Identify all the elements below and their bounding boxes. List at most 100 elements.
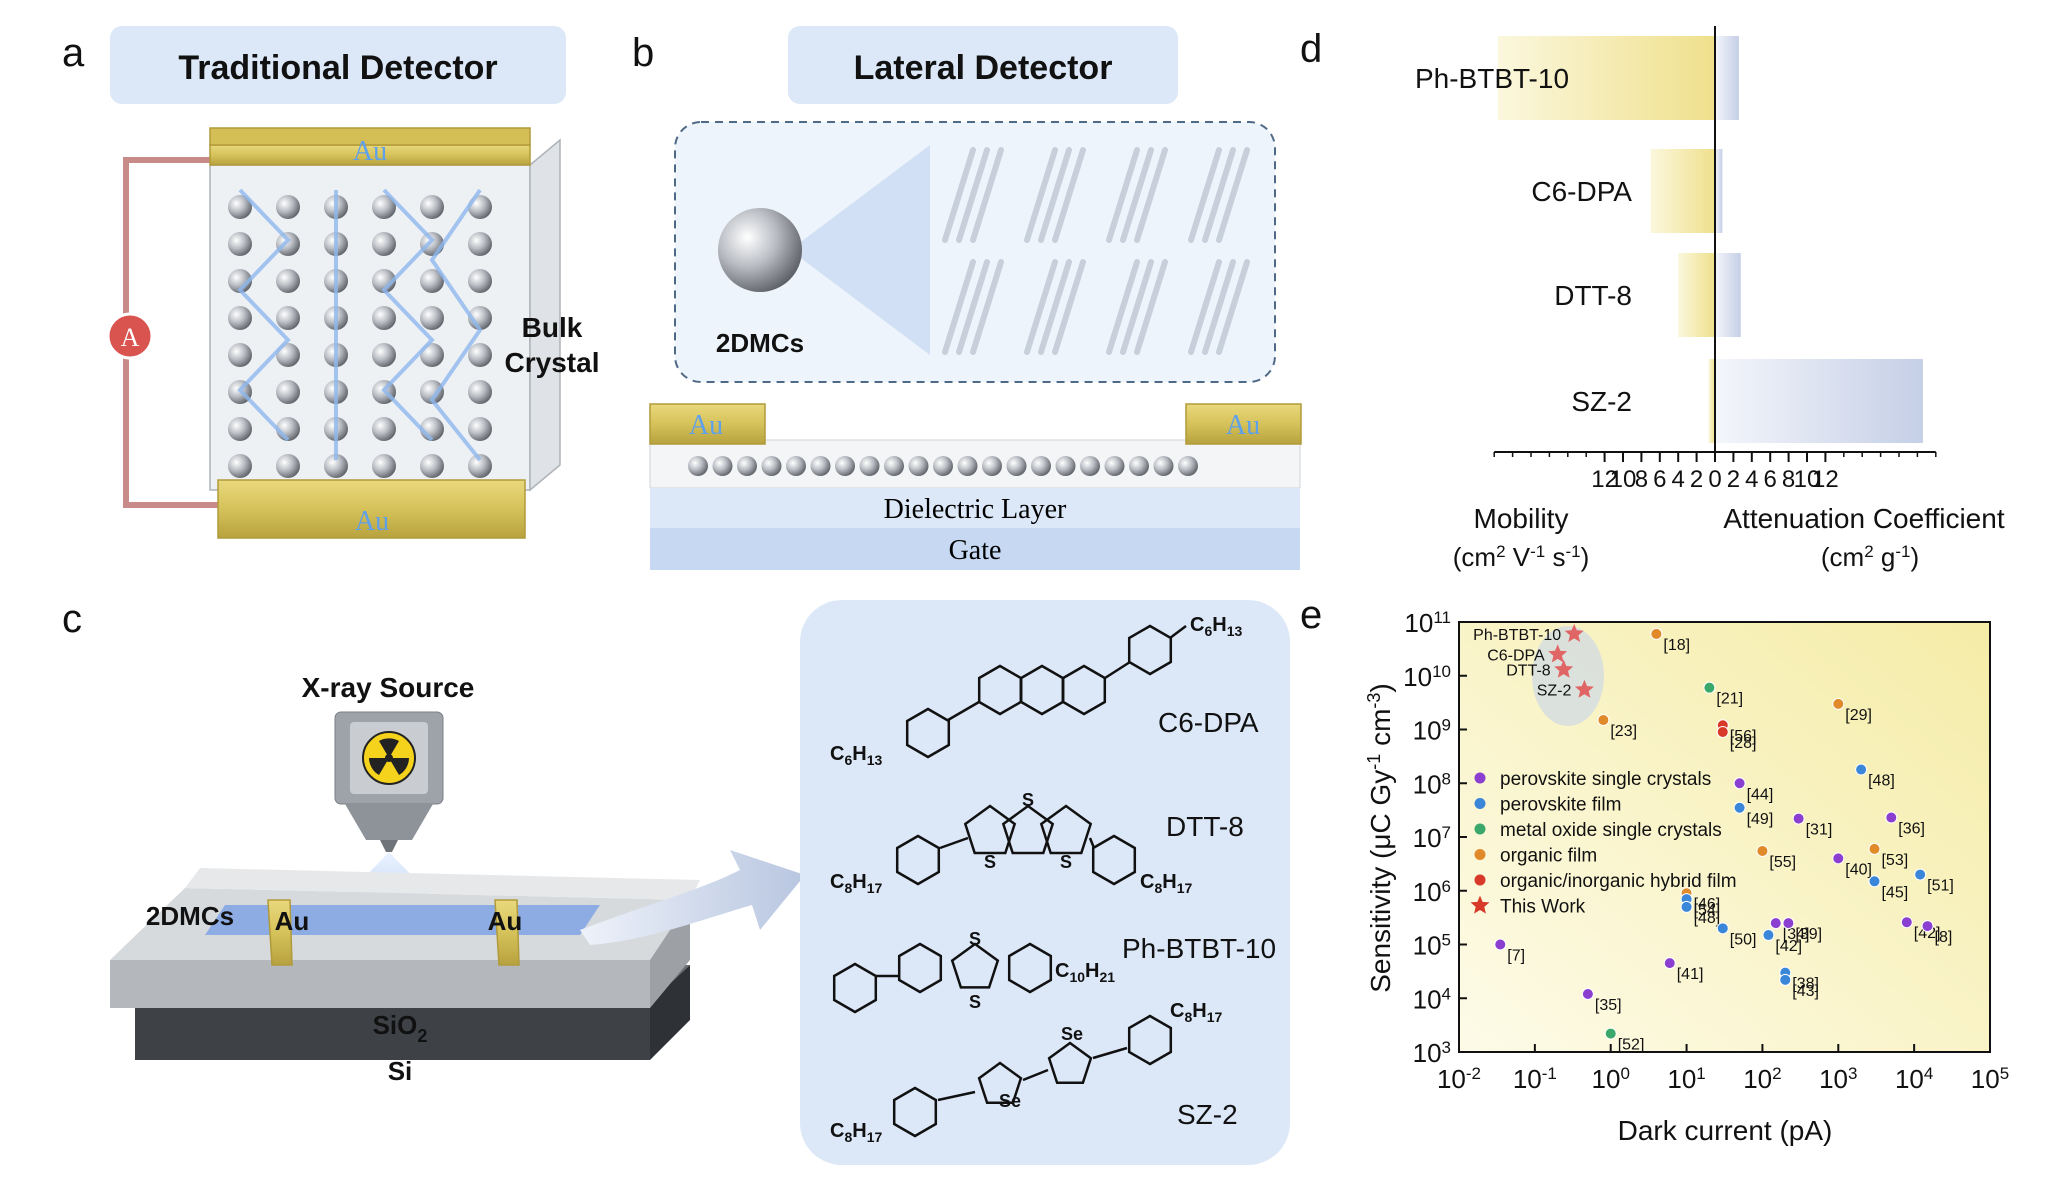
zoom-arrow (580, 850, 805, 945)
right-electrode-label: Au (1226, 410, 1260, 441)
reference-label: [21] (1716, 691, 1743, 708)
alkyl-chain-label: C8H17 (1170, 1000, 1222, 1025)
x-tick-label: 8 (1782, 466, 1795, 493)
bond (947, 700, 980, 722)
crystal-atom (228, 269, 252, 293)
crystal-atom (420, 269, 444, 293)
crystal-atom (276, 232, 300, 256)
left-contact (267, 899, 293, 966)
molecular-packing (942, 147, 1250, 355)
reference-label: [34] (1783, 926, 1810, 943)
data-point (1914, 868, 1927, 881)
heteroatom-label: S (1022, 790, 1034, 810)
y-tick-label: 107 (1413, 823, 1451, 854)
x-tick-label: 12 (1812, 466, 1839, 493)
bond (937, 1090, 976, 1102)
crystal-atom (276, 306, 300, 330)
heteroatom-label: S (969, 992, 981, 1012)
data-point (1703, 681, 1716, 694)
reference-label: [7] (1507, 948, 1525, 965)
crystal-atom (228, 343, 252, 367)
benzene-ring-icon (1007, 942, 1053, 994)
crystal-atom (276, 454, 300, 478)
sio2-label: SiO2 (373, 1010, 428, 1046)
panel-b-title: Lateral Detector (854, 49, 1113, 87)
heteroatom-label: S (1060, 852, 1072, 872)
monolayer-atom (908, 456, 929, 476)
bond (939, 836, 969, 850)
reference-label: [8] (1935, 929, 1953, 946)
mobility-bar (1650, 149, 1715, 233)
right-contact-label: Au (488, 906, 523, 936)
alkyl-chain-label: C8H17 (1140, 871, 1192, 896)
molecule-name: DTT-8 (1166, 811, 1244, 842)
y-tick-label: 104 (1413, 984, 1451, 1015)
xray-source-label: X-ray Source (302, 672, 475, 703)
benzene-ring-icon (905, 707, 951, 759)
legend-label: organic/inorganic hybrid film (1500, 871, 1737, 892)
mobility-axis-unit: (cm2 V-1 s-1) (1453, 542, 1590, 573)
reference-label: [43] (1792, 983, 1819, 1000)
gate-layer (650, 528, 1300, 570)
crystal-atom (420, 306, 444, 330)
legend-marker (1474, 823, 1486, 835)
mobility-bar (1708, 359, 1715, 443)
data-point (1921, 920, 1934, 933)
reference-label: [53] (1881, 852, 1908, 869)
data-point (1900, 916, 1913, 929)
reference-label: [55] (1769, 854, 1796, 871)
si-side (650, 965, 690, 1060)
x-tick-label: 10-1 (1513, 1064, 1557, 1095)
ammeter-label: A (121, 323, 140, 352)
data-point (1663, 957, 1676, 970)
panel-a: a Traditional Detector A Au Au Bulk Crys… (62, 26, 599, 539)
packed-molecule (1052, 147, 1086, 243)
reference-label: [38] (1792, 976, 1819, 993)
crystal-atom (420, 232, 444, 256)
si-label: Si (388, 1056, 413, 1086)
crystal-atom (228, 232, 252, 256)
crystal-atom (372, 343, 396, 367)
reference-label: [18] (1663, 637, 1690, 654)
legend-label: organic film (1500, 846, 1597, 867)
x-tick-label: 6 (1764, 466, 1777, 493)
data-point (1779, 973, 1792, 986)
this-work-star (1554, 659, 1574, 678)
monolayer-atom (1153, 456, 1174, 476)
packed-molecule (1120, 259, 1154, 355)
data-point (1680, 900, 1693, 913)
dielectric-label: Dielectric Layer (884, 494, 1067, 525)
data-point (1868, 875, 1881, 888)
left-electrode (649, 403, 766, 445)
packed-molecule (1024, 147, 1058, 243)
data-point (1716, 725, 1729, 738)
molecule-name: C6-DPA (1158, 707, 1259, 738)
this-work-star (1548, 644, 1568, 663)
packed-molecule (1120, 147, 1154, 243)
charge-path (237, 188, 291, 442)
reference-label: [42] (1914, 925, 1941, 942)
bulk-crystal-label-1: Bulk (522, 312, 583, 343)
reference-label: [48] (1694, 910, 1721, 927)
thiophene-ring-icon (963, 804, 1017, 855)
charge-path (381, 188, 435, 442)
reference-label: [48] (1868, 773, 1895, 790)
x-tick-label: 10 (1794, 466, 1821, 493)
data-point (1832, 852, 1845, 865)
packed-molecule (956, 259, 990, 355)
reference-label: [44] (1747, 786, 1774, 803)
x-tick-label: 100 (1592, 1064, 1630, 1095)
packed-molecule (1134, 259, 1168, 355)
alkyl-chain-label: C10H21 (1055, 960, 1115, 985)
crystal-atom (372, 195, 396, 219)
alkyl-chain-label: C6H13 (830, 743, 882, 768)
bottom-electrode-label: Au (355, 506, 389, 537)
data-point (1597, 714, 1610, 727)
this-work-label: DTT-8 (1506, 663, 1551, 680)
attenuation-bar (1715, 36, 1739, 120)
attenuation-bar (1715, 359, 1923, 443)
legend-label: perovskite single crystals (1500, 769, 1711, 790)
crystal-atom (420, 195, 444, 219)
reference-label: [52] (1618, 1037, 1645, 1054)
